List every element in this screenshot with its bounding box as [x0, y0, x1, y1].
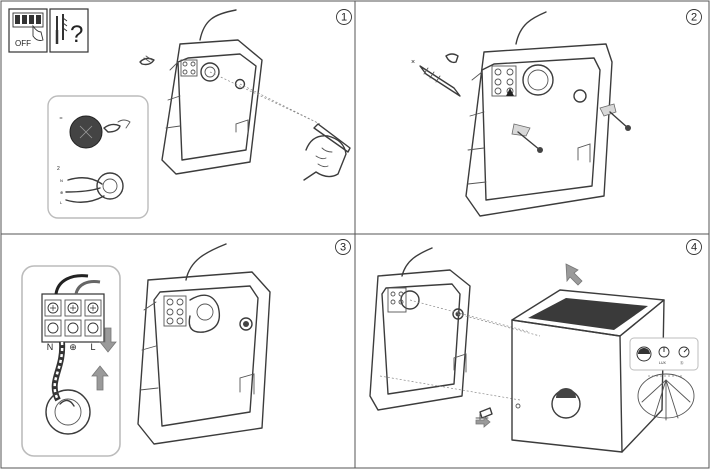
svg-text:N: N [47, 342, 54, 352]
mounting-box-step3 [137, 243, 271, 445]
svg-text:1: 1 [341, 12, 347, 24]
svg-text:×: × [411, 59, 415, 66]
cable-strip-icon [139, 55, 155, 66]
screw-icon [475, 407, 493, 428]
terminal-wiring-inset: N ⊕ L [21, 265, 121, 457]
mounting-box-step1 [161, 9, 263, 175]
wiring-inset-step1: 2 N ⊕ L [47, 95, 149, 219]
svg-text:OFF: OFF [15, 39, 31, 48]
svg-text:LUX: LUX [659, 361, 666, 365]
svg-text:N: N [60, 178, 63, 183]
svg-text:?: ? [70, 21, 83, 48]
svg-text:Ⓢ: Ⓢ [680, 360, 684, 365]
arrow-up-left-icon [565, 263, 583, 286]
step-number-badge-1: 1 [336, 9, 352, 25]
svg-text:⊕: ⊕ [69, 342, 77, 352]
svg-text:2: 2 [691, 12, 697, 24]
power-off-icon: OFF [8, 8, 48, 53]
mounting-box-step2 [465, 11, 613, 217]
mounting-box-step4 [369, 247, 541, 411]
wall-plug-screw-icon: × [411, 53, 631, 153]
settings-dials: LUX Ⓢ [629, 337, 699, 371]
lux-dial-icon: LUX [658, 346, 670, 365]
svg-text:2: 2 [57, 166, 60, 172]
arrow-down-icon [99, 327, 117, 353]
drill-hand-icon [209, 71, 351, 181]
arrow-up-icon [91, 365, 109, 391]
step-number-badge-4: 4 [686, 239, 702, 255]
timer-dial-icon: Ⓢ [678, 346, 690, 365]
detection-range-diagram [637, 373, 695, 421]
step-number-badge-2: 2 [686, 9, 702, 25]
svg-text:3: 3 [340, 242, 346, 254]
sensor-luminaire [511, 289, 665, 453]
step-number-badge-3: 3 [335, 239, 351, 255]
svg-text:L: L [90, 342, 95, 352]
svg-text:4: 4 [691, 242, 697, 254]
svg-text:⊕: ⊕ [60, 190, 63, 195]
svg-text:L: L [60, 200, 63, 205]
tools-question-icon: ? [49, 8, 89, 53]
